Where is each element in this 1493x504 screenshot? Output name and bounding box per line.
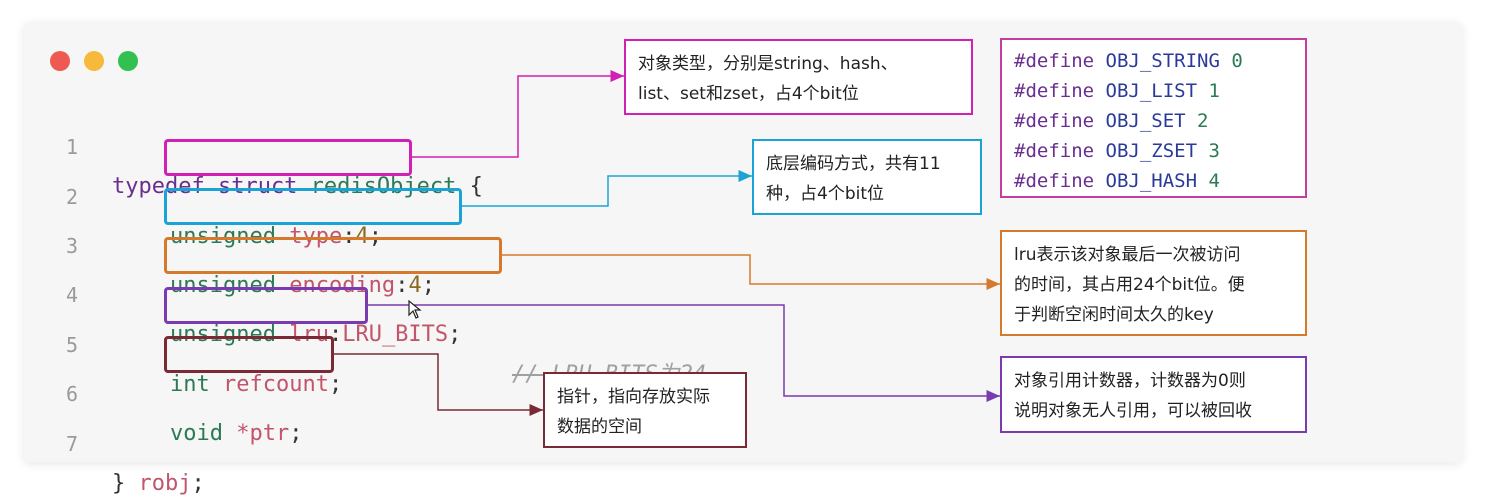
bit-width: 4 [355,224,369,249]
lru-connector [502,254,1000,290]
encoding-field-highlight [164,188,462,225]
code-line-5: 5 int refcount; [0,285,342,397]
semicolon: ; [328,372,343,397]
ptr-field-highlight [164,336,334,373]
define-line: #define OBJ_STRING 0 [1014,50,1243,72]
lru-note: lru表示该对象最后一次被访问 的时间，其占用24个bit位。便 于判断空闲时间… [1000,230,1307,336]
field-name: encoding [275,273,396,298]
code-line-6: 6 void *ptr; [0,334,302,446]
keyword: typedef struct [112,174,298,199]
semicolon: ; [289,421,303,446]
close-window-dot[interactable] [50,51,70,71]
define-line: #define OBJ_SET 2 [1014,110,1209,132]
line-number: 2 [66,185,79,209]
line-number: 1 [66,135,79,159]
encoding-connector [462,170,752,207]
line-number: 4 [66,283,79,307]
line-number: 7 [66,432,79,456]
colon: : [342,224,356,249]
object-type-defines: #define OBJ_STRING 0 #define OBJ_LIST 1 … [1000,38,1307,198]
define-line: #define OBJ_HASH 4 [1014,170,1220,192]
type-note: 对象类型，分别是string、hash、 list、set和zset，占4个bi… [624,39,973,115]
type-field-highlight [164,139,412,176]
colon: : [395,273,409,298]
lru-field-highlight [164,237,502,274]
code-line-2: 2 unsigned type:4; [0,137,382,249]
open-brace: { [456,174,483,199]
encoding-note: 底层编码方式，共有11 种，占4个bit位 [752,139,982,215]
code-line-3: 3 unsigned encoding:4; [0,186,435,298]
ptr-note: 指针，指向存放实际 数据的空间 [543,372,747,448]
line-number: 5 [66,333,79,357]
ptr-connector [334,353,543,416]
semicolon: ; [368,224,382,249]
minimize-window-dot[interactable] [84,51,104,71]
field-type: void [170,421,223,446]
maximize-window-dot[interactable] [118,51,138,71]
field-type: unsigned [170,224,276,249]
refcount-note: 对象引用计数器，计数器为0则 说明对象无人引用，可以被回收 [1000,356,1307,433]
refcount-field-highlight [164,287,368,324]
struct-name: redisObject [297,174,457,199]
define-line: #define OBJ_ZSET 3 [1014,140,1220,162]
bit-width: 4 [408,273,422,298]
connector-lines [334,70,1000,416]
semicolon: ; [421,273,435,298]
define-line: #define OBJ_LIST 1 [1014,80,1220,102]
field-type: int [170,372,210,397]
field-name: refcount [209,372,329,397]
type-connector [412,70,624,158]
line-number: 3 [66,234,79,258]
code-line-1: 1 typedef struct redisObject { [0,87,483,199]
bit-width: LRU_BITS [342,322,449,347]
field-type: unsigned [170,273,276,298]
field-type: unsigned [170,322,276,347]
line-number: 6 [66,382,79,406]
semicolon: ; [448,322,462,347]
field-name: *ptr [222,421,290,446]
refcount-connector [368,304,1000,402]
field-name: type [275,224,343,249]
field-name: lru [275,322,329,347]
mouse-cursor-icon [408,300,422,319]
